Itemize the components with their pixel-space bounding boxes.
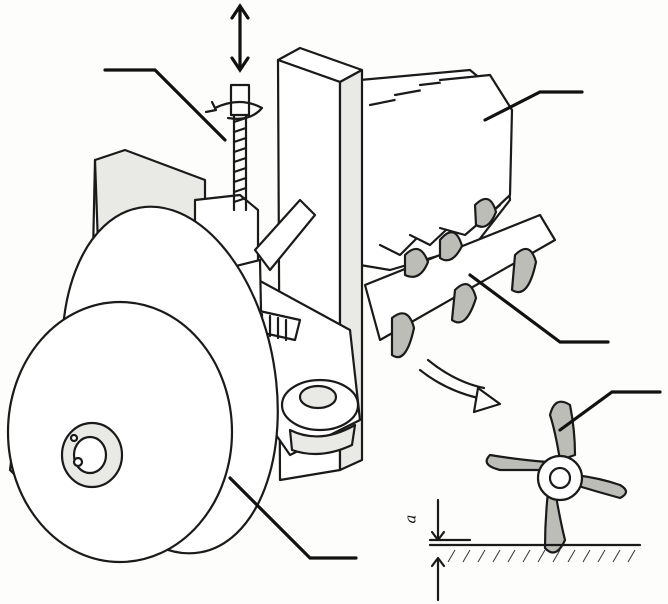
leader-screw-adjuster	[103, 68, 227, 142]
leader-blade-shaft	[468, 273, 610, 344]
single-blade-inset	[485, 400, 628, 554]
rotation-arrow-icon	[204, 100, 264, 120]
motion-arrow-icon	[418, 358, 502, 414]
dimension-label: a	[401, 514, 420, 524]
blade-tips	[390, 197, 538, 359]
support-wheel	[6, 205, 279, 564]
double-arrow-icon	[230, 3, 250, 73]
ground-line	[428, 543, 642, 563]
blade-shaft	[363, 213, 557, 342]
dimension-marker	[428, 498, 472, 602]
leader-support-wheel	[228, 476, 358, 560]
leader-lines	[103, 68, 662, 560]
cutter-rotor	[358, 68, 557, 359]
threaded-screw	[229, 83, 251, 212]
rotor-discs	[368, 73, 514, 257]
leader-cutter-blades	[483, 90, 584, 122]
leader-single-blade	[558, 390, 662, 432]
